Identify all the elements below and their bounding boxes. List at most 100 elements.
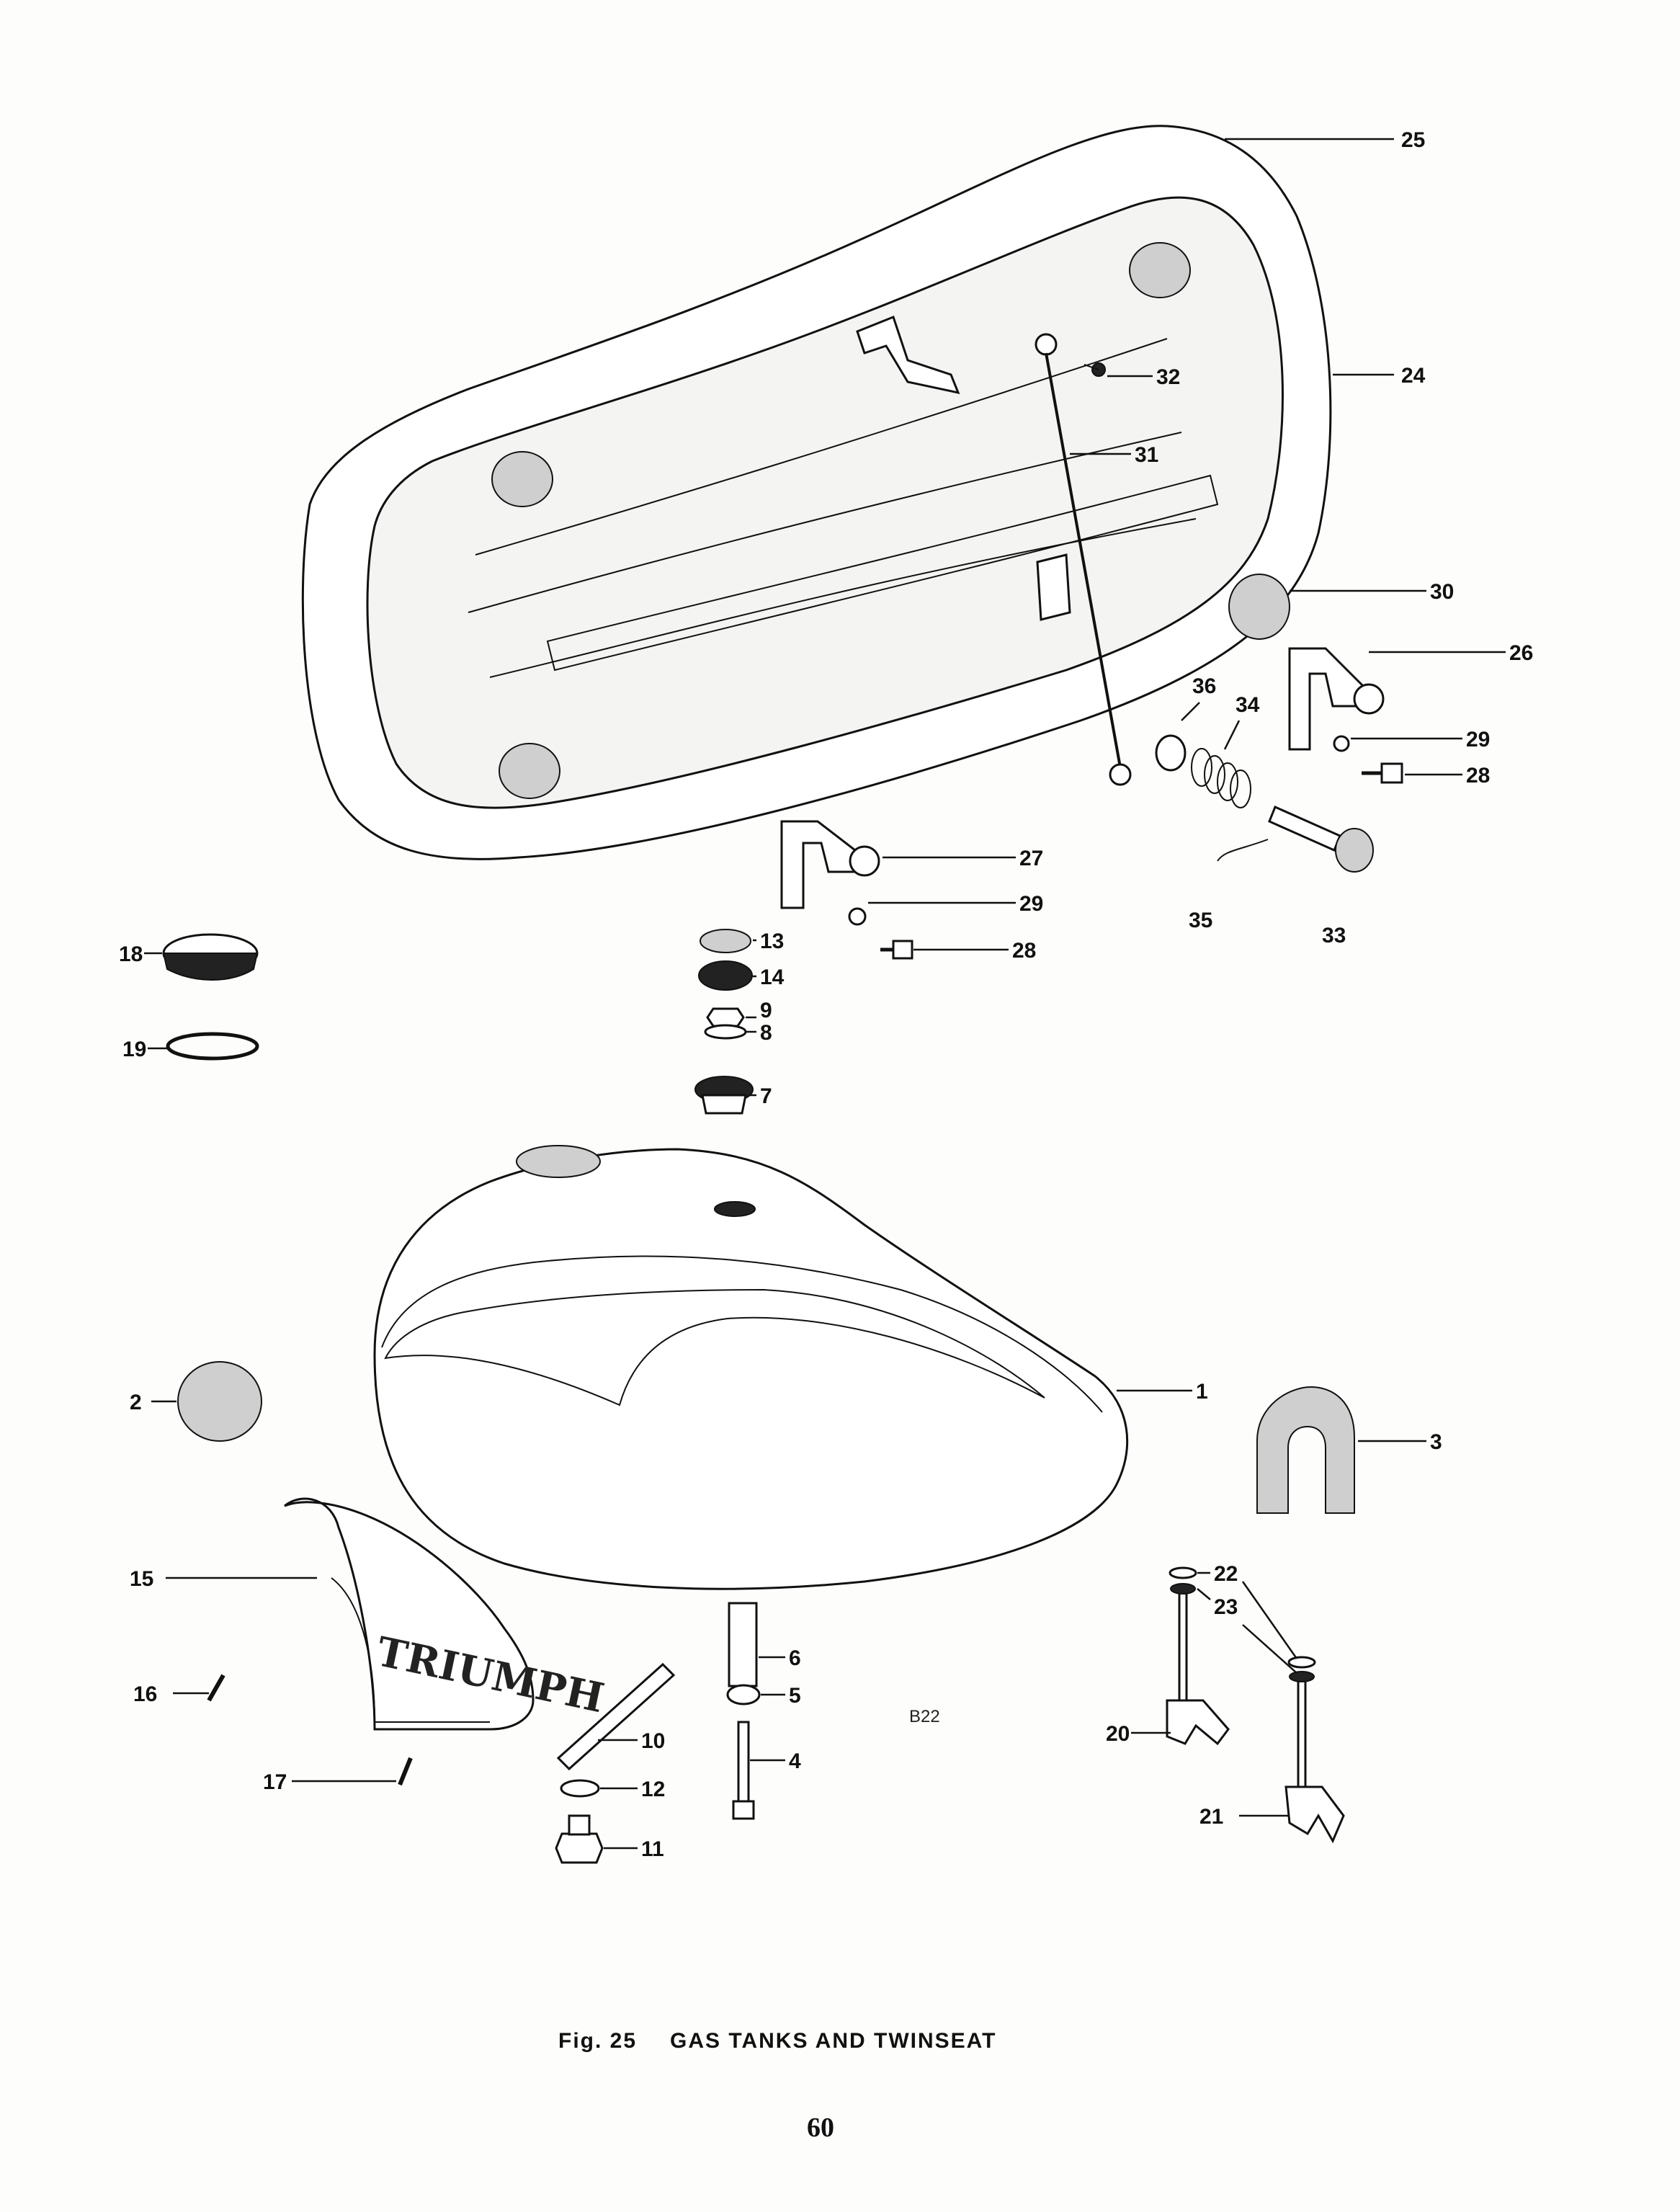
callout-30: 30: [1430, 580, 1454, 604]
twinseat-pan-channel: [546, 474, 1219, 672]
callout-25: 25: [1401, 128, 1425, 152]
callout-29-upper: 29: [1466, 728, 1490, 752]
callout-23: 23: [1214, 1595, 1238, 1619]
hinge-bracket-26-bush: [1353, 683, 1385, 715]
fuel-tank-filler-cap: [516, 1145, 601, 1178]
tank-badge-15: TRIUMPH: [284, 1497, 608, 1731]
petrol-tap-21: [1284, 1677, 1345, 1844]
callout-18: 18: [119, 942, 143, 966]
seat-check-strap: [1045, 352, 1122, 768]
fuel-tank-panel-line: [381, 1255, 1103, 1413]
washer-23-left: [1170, 1583, 1196, 1595]
seat-rubber-buffer-top-left: [491, 451, 553, 507]
cap-14: [698, 960, 753, 991]
callout-7: 7: [760, 1084, 772, 1108]
seat-check-strap-eye-bottom: [1109, 763, 1132, 786]
washer-8: [704, 1024, 747, 1040]
seat-catch-knob-33: [1268, 805, 1374, 873]
bolt-28-lower: [880, 940, 913, 960]
callout-26: 26: [1509, 641, 1533, 665]
callout-31: 31: [1135, 443, 1158, 467]
page-number: 60: [807, 2113, 834, 2143]
filler-cap-18: [162, 933, 259, 981]
twinseat-pan-rib-upper: [475, 338, 1168, 556]
callout-4: 4: [789, 1749, 801, 1773]
hinge-bracket-26: [1288, 647, 1370, 751]
callout-32: 32: [1156, 365, 1180, 389]
washer-22-left: [1169, 1566, 1197, 1579]
callout-28-lower: 28: [1012, 939, 1036, 963]
callout-14: 14: [760, 965, 785, 989]
washer-12: [560, 1779, 600, 1798]
washer-22-right: [1287, 1656, 1316, 1669]
callout-8: 8: [760, 1021, 772, 1045]
callout-20: 20: [1106, 1722, 1130, 1746]
fuel-tank-body: [373, 1148, 1129, 1590]
callout-35: 35: [1189, 909, 1212, 932]
callout-34: 34: [1236, 693, 1260, 717]
callout-17: 17: [263, 1770, 287, 1794]
callout-11: 11: [641, 1837, 664, 1861]
gasket-19: [166, 1032, 259, 1061]
callout-22: 22: [1214, 1562, 1238, 1586]
drawing-reference: B22: [909, 1707, 940, 1726]
callout-3: 3: [1430, 1430, 1442, 1454]
twinseat-pan-rib-middle: [468, 432, 1182, 613]
callout-27: 27: [1019, 847, 1043, 870]
seat-hinge-bracket-inside: [856, 316, 960, 395]
callout-9: 9: [760, 999, 772, 1022]
callout-16: 16: [133, 1682, 157, 1706]
callout-12: 12: [641, 1778, 665, 1801]
split-pin-35: [1217, 839, 1269, 862]
screw-16: [207, 1674, 225, 1702]
washer-23-right: [1289, 1671, 1315, 1682]
washer-29-lower: [848, 907, 867, 926]
fuel-tank: [373, 1145, 1129, 1590]
petrol-tap-20: [1166, 1591, 1230, 1746]
hinge-bracket-27-bush: [849, 845, 880, 877]
washer-5: [726, 1684, 761, 1705]
callout-1: 1: [1196, 1380, 1208, 1404]
bolt-28-upper: [1362, 762, 1403, 784]
callout-29-lower: 29: [1019, 892, 1043, 916]
leader-lines: [144, 138, 1506, 1850]
knee-rubber-2: [177, 1361, 262, 1442]
callout-24: 24: [1401, 364, 1426, 388]
callout-6: 6: [789, 1646, 801, 1670]
washer-29-upper: [1333, 735, 1350, 752]
callout-36: 36: [1192, 674, 1216, 698]
filler-neck-7: [694, 1076, 754, 1115]
spring-34: [1191, 748, 1251, 808]
callout-15: 15: [130, 1567, 153, 1591]
spacer-tube-6: [728, 1602, 758, 1687]
callout-28-upper: 28: [1466, 764, 1490, 788]
seat-rubber-buffer-top-right: [1129, 242, 1191, 298]
hinge-bracket-27: [780, 820, 866, 909]
screw-17: [398, 1757, 413, 1786]
callout-33: 33: [1322, 924, 1346, 947]
washer-36: [1155, 734, 1187, 772]
callout-10: 10: [641, 1729, 665, 1753]
nut-9: [706, 1007, 745, 1027]
callout-labels: 25 24 32 31 30 26 36 34 29 28 27 29 35 3…: [119, 128, 1533, 1861]
seat-mount-plate: [1036, 553, 1071, 621]
twinseat-assembly: [301, 125, 1332, 860]
figure-title: GAS TANKS AND TWINSEAT: [670, 2029, 996, 2053]
bolt-11: [555, 1814, 604, 1864]
callout-5: 5: [789, 1684, 801, 1708]
bolt-4: [732, 1721, 755, 1820]
callout-21: 21: [1199, 1805, 1223, 1829]
fuel-tank-second-filler: [714, 1201, 756, 1217]
seat-rubber-buffer-30: [1228, 574, 1290, 640]
fuel-tank-knee-panel: [384, 1288, 1045, 1406]
seat-rubber-buffer-bottom-left: [499, 743, 560, 799]
cap-13: [700, 929, 751, 953]
callout-2: 2: [130, 1391, 142, 1414]
callout-19: 19: [122, 1038, 146, 1061]
tank-rubber-3: [1256, 1386, 1355, 1514]
seat-screw-32: [1083, 362, 1106, 377]
seat-check-strap-eye-top: [1035, 333, 1058, 356]
badge-strap-10: [556, 1662, 676, 1771]
